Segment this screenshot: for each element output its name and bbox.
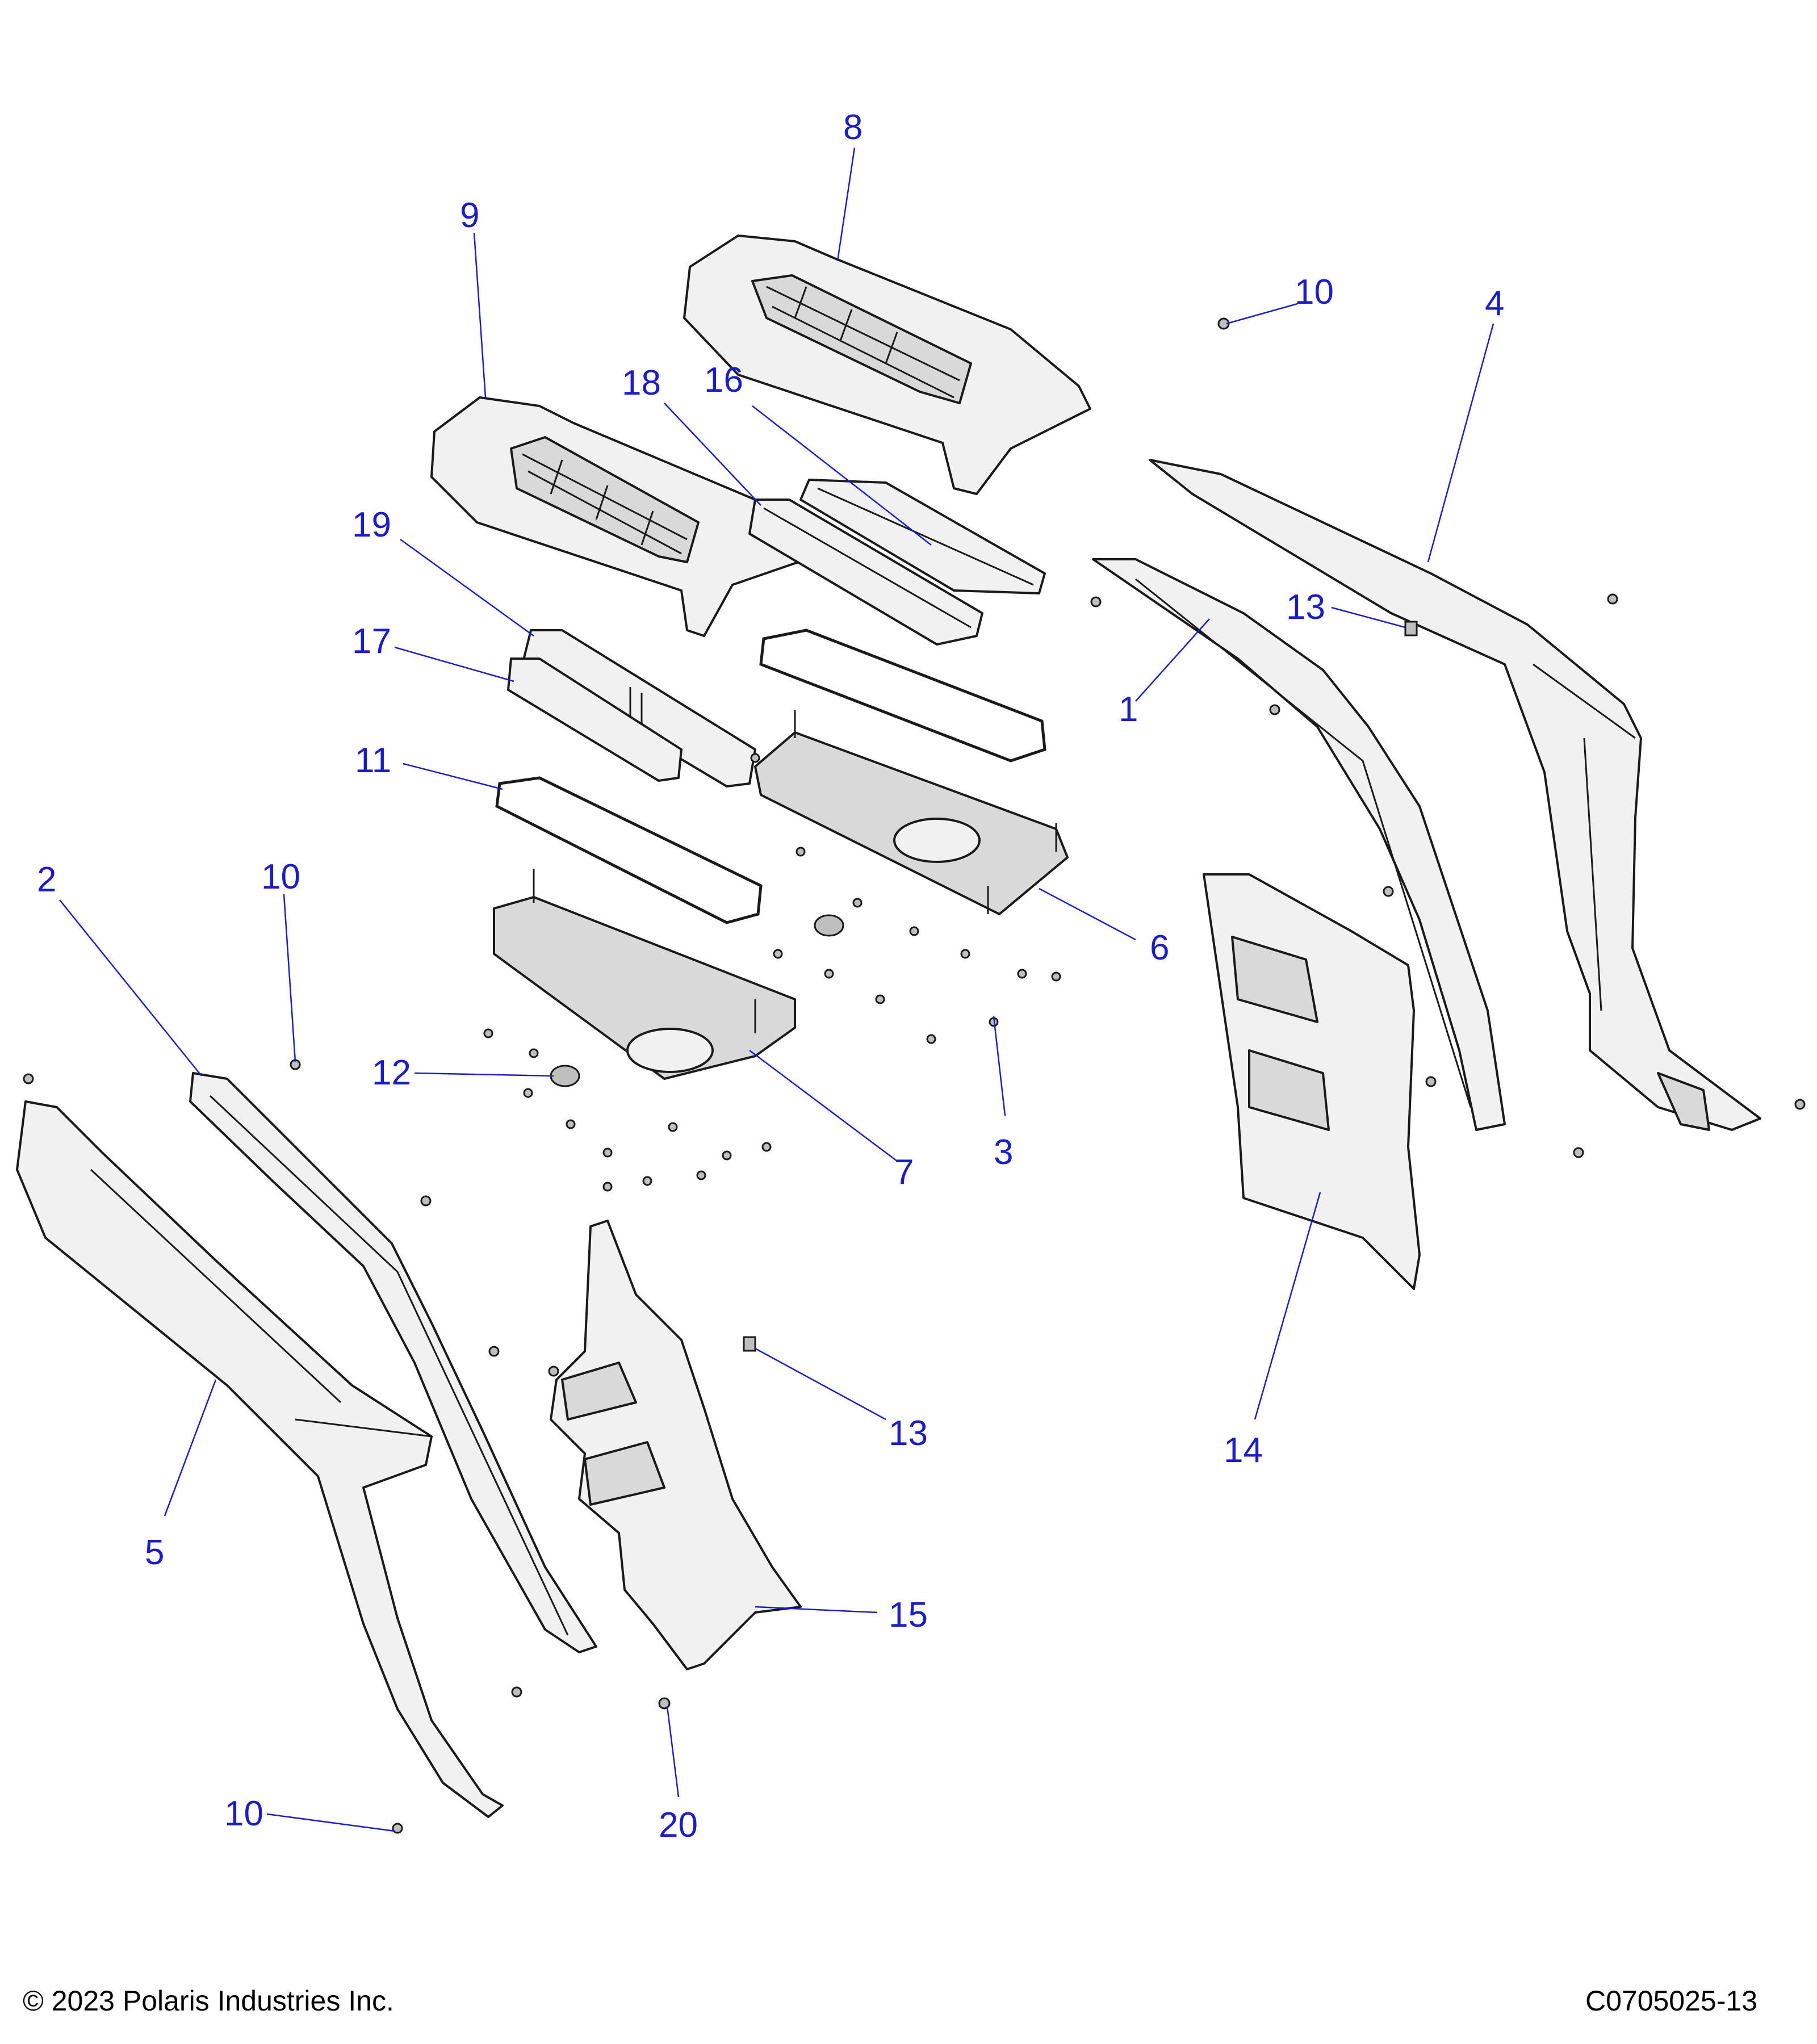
leader-lines: [59, 147, 1494, 1832]
callout-2: 2: [37, 860, 56, 899]
fasteners: [23, 317, 1806, 1834]
callout-4: 4: [1485, 284, 1504, 323]
callout-8: 8: [843, 108, 863, 147]
part-14-right-splash-panel: [1203, 873, 1421, 1290]
part-16-filter-screen: [799, 479, 1046, 594]
drawing-id: C0705025-13: [1585, 1985, 1757, 2017]
callout-13-upper: 13: [1286, 588, 1325, 627]
upper-gasket: [759, 629, 1046, 763]
part-5-left-outer-fender: [16, 1100, 504, 1818]
part-15-center-deflector: [550, 1220, 802, 1670]
callout-13-lower: 13: [889, 1414, 928, 1453]
callout-10-bottom: 10: [224, 1794, 263, 1833]
callout-5: 5: [145, 1533, 164, 1572]
callout-labels: 1 2 3 4 5 6 7 8 9 10 10 10 11 12 13 13 1…: [37, 108, 1504, 1845]
callout-17: 17: [352, 622, 391, 661]
callout-10-middle: 10: [261, 857, 300, 897]
part-18-filter-frame: [748, 499, 983, 646]
part-6-upper-airbox-tray: [754, 710, 1069, 915]
callout-9: 9: [460, 196, 479, 235]
part-17-screen-panel: [507, 657, 683, 782]
callout-12: 12: [372, 1053, 411, 1092]
callout-14: 14: [1224, 1431, 1263, 1470]
clip-nut-13-lower: [743, 1336, 756, 1352]
callout-3: 3: [994, 1133, 1013, 1172]
part-7-lower-airbox-tray: [493, 869, 796, 1080]
callout-6: 6: [1150, 928, 1169, 967]
callout-16: 16: [704, 361, 743, 400]
callout-10-top: 10: [1295, 273, 1334, 312]
copyright-notice: © 2023 Polaris Industries Inc.: [23, 1985, 394, 2017]
callout-19: 19: [352, 505, 391, 544]
part-4-right-outer-fender: [1149, 459, 1761, 1131]
callout-1: 1: [1119, 690, 1138, 729]
part-12-grommet: [550, 1065, 580, 1087]
grommet-upper: [814, 914, 844, 937]
callout-7: 7: [894, 1153, 914, 1192]
part-9-lower-grille-housing: [430, 396, 816, 637]
callout-15: 15: [889, 1595, 928, 1635]
callout-20: 20: [659, 1806, 698, 1845]
callout-18: 18: [622, 363, 661, 403]
callout-11: 11: [355, 741, 391, 780]
part-11-lower-gasket: [495, 776, 763, 924]
part-1-right-inner-fender: [1092, 558, 1506, 1131]
clip-nut-13-upper: [1404, 621, 1418, 636]
part-2-left-inner-fender: [189, 1072, 597, 1653]
part-8-upper-grille-housing: [683, 234, 1091, 495]
